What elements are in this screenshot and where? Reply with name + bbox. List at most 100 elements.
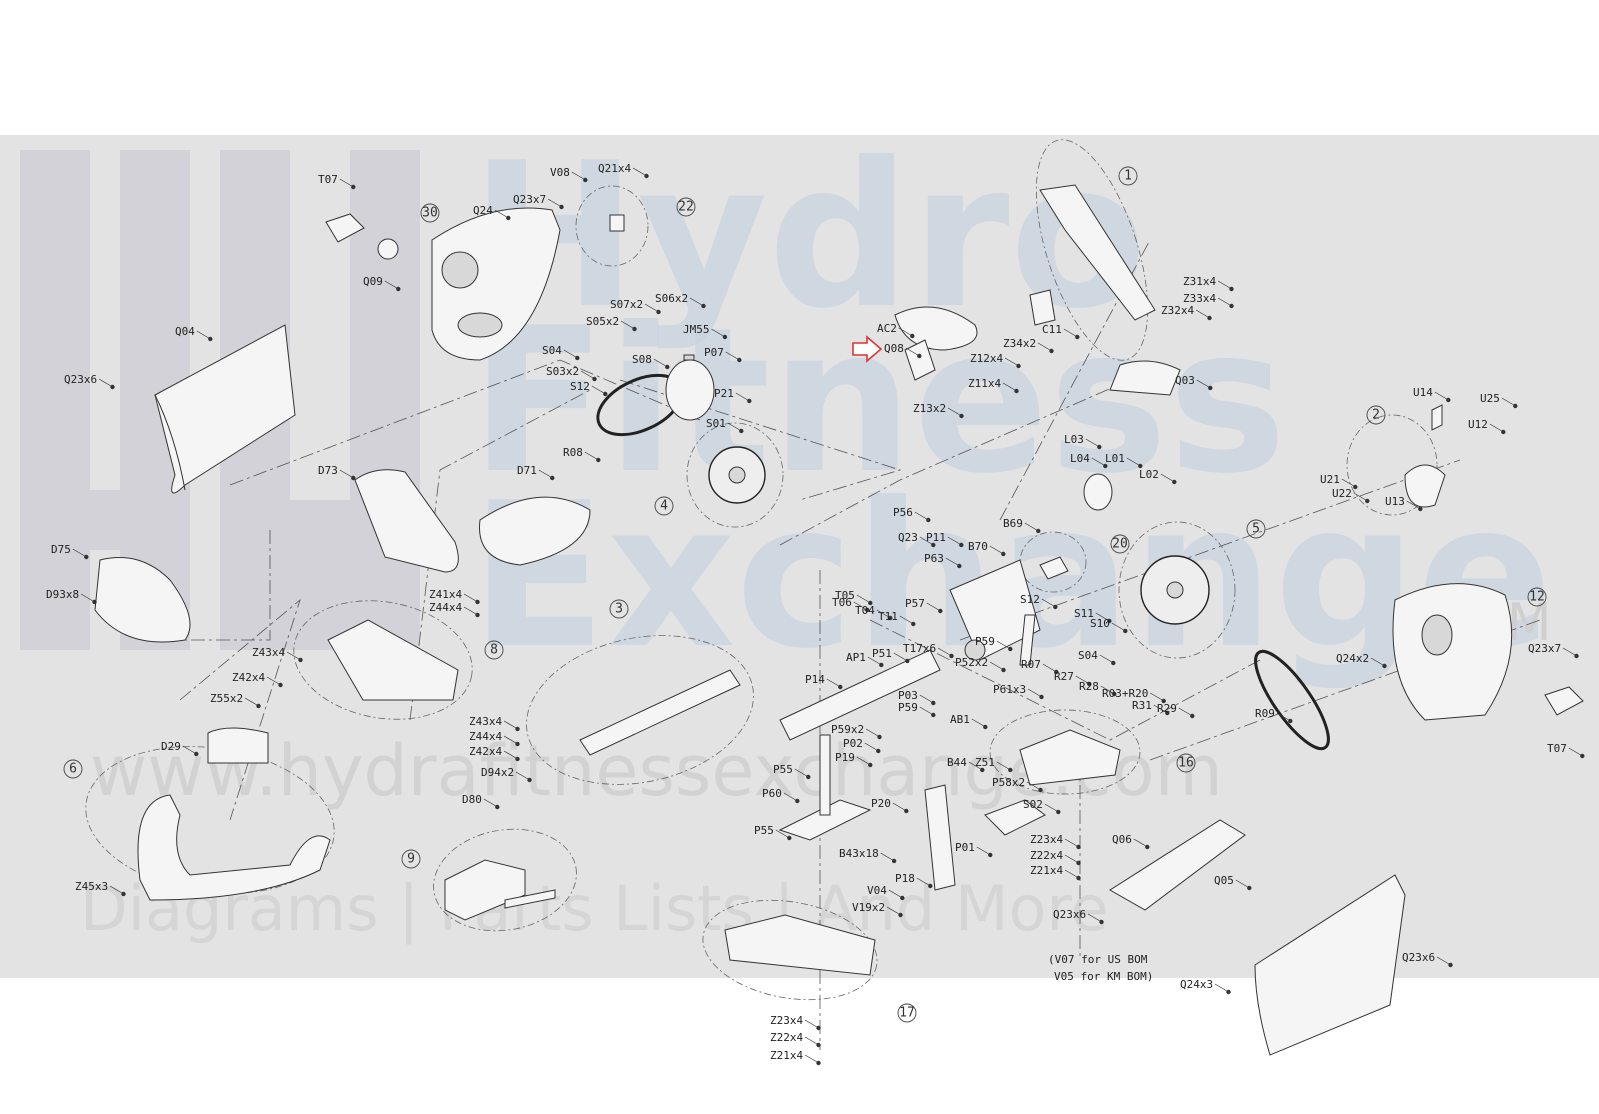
screw-icon <box>898 912 903 918</box>
assembly-circle <box>420 203 440 223</box>
leader-line <box>1153 704 1166 713</box>
leader-line <box>1150 692 1163 701</box>
screw-icon <box>1288 718 1293 724</box>
screw-icon <box>1076 844 1081 850</box>
screw-icon <box>879 662 884 668</box>
part-label: V19x2 <box>852 901 885 914</box>
screw-icon <box>905 658 910 664</box>
part-label: P21 <box>714 387 734 400</box>
part-label: P61x3 <box>993 683 1026 696</box>
part-label: D75 <box>51 543 71 556</box>
screw-icon <box>351 184 356 190</box>
part-label: R07 <box>1021 658 1041 671</box>
screw-icon <box>1448 962 1453 968</box>
leader-lines <box>72 167 1585 1066</box>
leader-line <box>1064 838 1078 847</box>
leader-line <box>735 392 748 401</box>
leader-line <box>783 792 796 801</box>
rear-cover-part <box>1392 583 1513 721</box>
part-label: S01 <box>706 417 726 430</box>
screw-icon <box>806 774 811 780</box>
leader-line <box>286 651 300 660</box>
leader-line <box>880 852 893 861</box>
screw-icon <box>701 303 706 309</box>
part-label: C11 <box>1042 323 1062 336</box>
assembly-circle <box>1366 405 1386 425</box>
screw-icon <box>910 333 915 339</box>
leader-line <box>1037 342 1051 351</box>
part-label: Q23x6 <box>1053 908 1086 921</box>
part-label: Z13x2 <box>913 402 946 415</box>
leader-line <box>919 706 932 715</box>
screw-icon <box>1001 551 1006 557</box>
screw-icon <box>194 751 199 757</box>
leader-line <box>196 330 209 339</box>
seat-part <box>479 496 591 566</box>
screw-icon <box>928 883 933 889</box>
leader-line <box>888 889 901 898</box>
leader-line <box>1099 654 1112 663</box>
screw-icon <box>911 621 916 627</box>
screw-icon <box>957 563 962 569</box>
leader-line <box>1042 663 1055 672</box>
part-label: AC2 <box>877 322 897 335</box>
screw-icon <box>1446 397 1451 403</box>
screw-icon <box>1112 691 1117 697</box>
part-label: B44 <box>947 756 967 769</box>
part-label: Z32x4 <box>1161 304 1194 317</box>
assembly-circle <box>1118 166 1138 186</box>
part-label: V08 <box>550 166 570 179</box>
screw-icon <box>1418 506 1423 512</box>
assembly-number: 9 <box>407 852 415 867</box>
part-label: P19 <box>835 751 855 764</box>
leader-line <box>1178 707 1191 716</box>
part-label: Z22x4 <box>1030 849 1063 862</box>
part-label: T11 <box>878 610 898 623</box>
screw-icon <box>1353 484 1358 490</box>
part-label: R29 <box>1157 702 1177 715</box>
part-label: Q05 <box>1214 874 1234 887</box>
part-label: P20 <box>871 797 891 810</box>
screw-icon <box>888 615 893 621</box>
part-label: Z43x4 <box>469 715 502 728</box>
part-label: P59 <box>898 701 918 714</box>
shield-part <box>154 324 296 494</box>
leader-line <box>919 536 932 545</box>
handle-part <box>137 794 331 901</box>
assembly-circle <box>1176 753 1196 773</box>
part-label: P51 <box>872 647 892 660</box>
leader-line <box>945 557 958 566</box>
part-label: S04 <box>542 344 562 357</box>
screw-icon <box>865 607 870 613</box>
part-label: P58x2 <box>992 776 1025 789</box>
part-label: Q03 <box>1175 374 1195 387</box>
rail-part <box>579 669 741 756</box>
screw-icon <box>256 703 261 709</box>
leader-line <box>182 745 195 754</box>
leader-line <box>989 545 1002 554</box>
part-label: Q06 <box>1112 833 1132 846</box>
part-label: Z31x4 <box>1183 275 1216 288</box>
screw-icon <box>722 334 728 340</box>
assembly-circle <box>609 599 629 619</box>
leader-line <box>804 1054 818 1063</box>
leader-line <box>892 802 905 811</box>
leader-line <box>893 652 906 661</box>
assembly-number: 3 <box>615 602 623 617</box>
screw-icon <box>747 398 752 404</box>
screw-icon <box>926 517 931 523</box>
leader-line <box>856 756 869 765</box>
bom-note-line2: V05 for KM BOM) <box>1054 970 1153 983</box>
screw-icon <box>959 542 964 548</box>
part-label: P07 <box>704 346 724 359</box>
assembly-circle <box>654 496 674 516</box>
part-label: P18 <box>895 872 915 885</box>
part-label: T07 <box>1547 742 1567 755</box>
lower-frame-part <box>779 649 941 741</box>
leader-line <box>1026 781 1040 790</box>
screw-icon <box>1008 767 1013 773</box>
screw-icon <box>988 852 993 858</box>
part-label: R09 <box>1255 707 1275 720</box>
screw-icon <box>575 355 580 361</box>
leader-line <box>856 594 869 603</box>
